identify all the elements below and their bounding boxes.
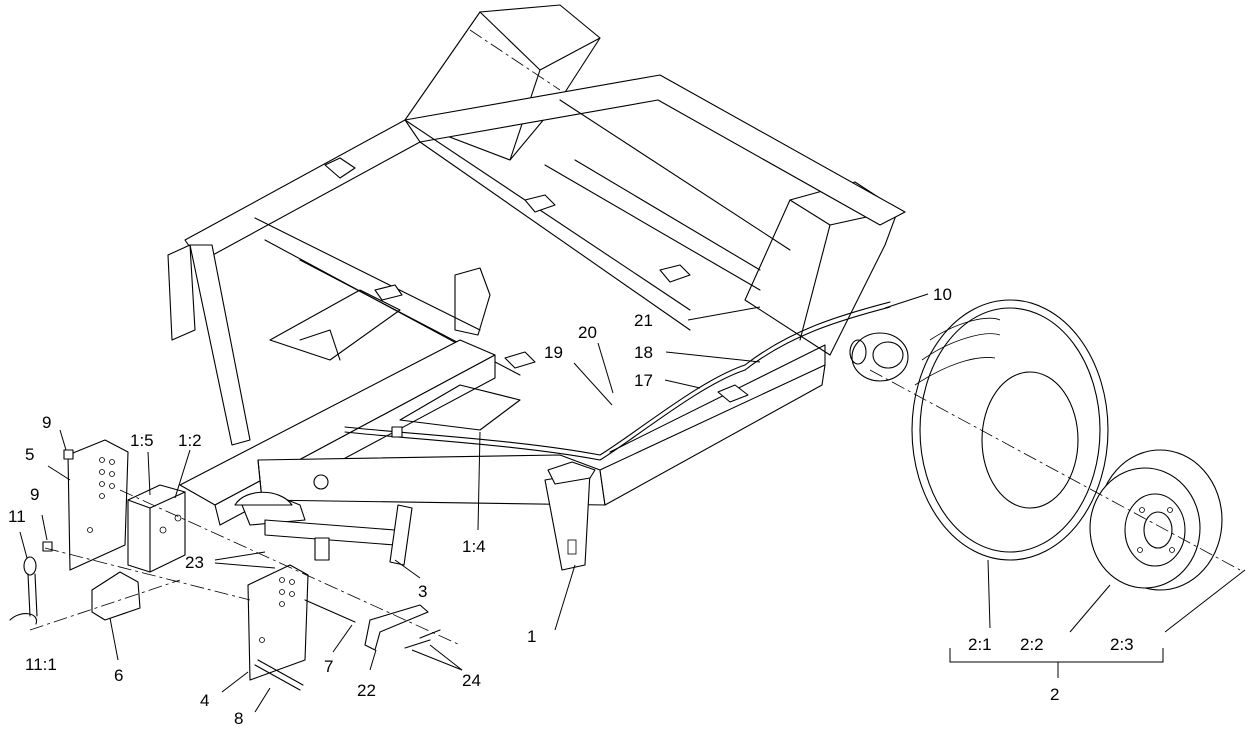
wheel-hub — [849, 332, 909, 382]
leader-lines — [19, 293, 1246, 713]
callout-4: 4 — [200, 691, 209, 710]
callout-21: 21 — [634, 311, 653, 330]
callout-1: 1 — [527, 627, 536, 646]
callout-1-4: 1:4 — [462, 537, 486, 556]
bracket — [364, 604, 429, 651]
callout-2-2: 2:2 — [1020, 635, 1044, 654]
callout-10: 10 — [933, 285, 952, 304]
jack-stand — [234, 491, 413, 566]
callout-7: 7 — [324, 657, 333, 676]
hitch-plate-right — [247, 564, 309, 681]
assembly-centerlines — [29, 369, 1241, 646]
nut — [63, 449, 74, 460]
mower-deck-frame — [127, 4, 906, 573]
callout-11-1: 11:1 — [25, 655, 57, 674]
plate-4-holes — [259, 577, 295, 643]
hydraulic-hose — [344, 301, 891, 461]
callout-9-lower: 9 — [30, 485, 39, 504]
callout-19: 19 — [544, 343, 563, 362]
callout-17: 17 — [634, 371, 653, 390]
wheel-rim — [1089, 449, 1223, 591]
callout-3: 3 — [418, 582, 427, 601]
hitch-pin — [27, 573, 38, 617]
callout-2: 2 — [1050, 685, 1059, 704]
callout-8: 8 — [234, 709, 243, 728]
callout-5: 5 — [25, 445, 34, 464]
bolt — [254, 664, 301, 691]
callout-1-5: 1:5 — [130, 431, 154, 450]
callout-11: 11 — [8, 507, 26, 526]
callout-18: 18 — [634, 343, 653, 362]
plate-5-holes — [87, 457, 115, 533]
callout-23: 23 — [185, 553, 204, 572]
nut — [42, 541, 53, 552]
callout-20: 20 — [578, 323, 597, 342]
bolts — [404, 629, 441, 649]
clevis — [91, 571, 141, 621]
callout-24: 24 — [462, 671, 481, 690]
tire — [911, 299, 1109, 561]
pin — [304, 599, 356, 623]
hitch-plate-left — [67, 439, 129, 571]
callout-2-3: 2:3 — [1110, 635, 1134, 654]
callout-6: 6 — [114, 666, 123, 685]
callout-2-1: 2:1 — [968, 635, 992, 654]
callout-9-upper: 9 — [42, 413, 51, 432]
callout-1-2: 1:2 — [178, 431, 202, 450]
callout-22: 22 — [357, 681, 376, 700]
